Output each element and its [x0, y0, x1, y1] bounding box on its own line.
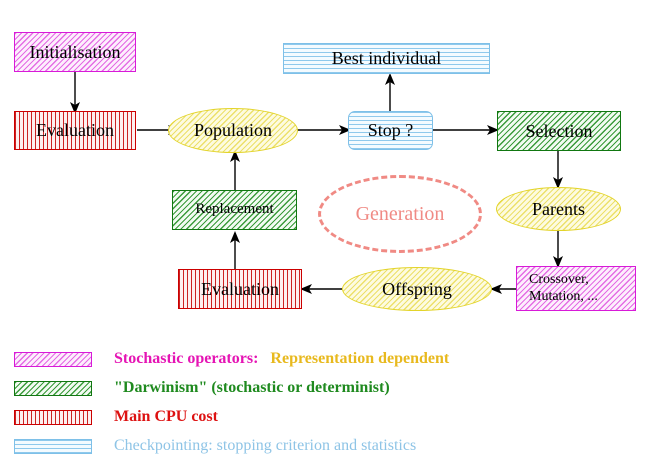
- legend-row: "Darwinism" (stochastic or determinist): [0, 375, 670, 401]
- node-evaluation-bottom[interactable]: Evaluation: [178, 269, 302, 309]
- node-stop-label: Stop ?: [367, 120, 414, 141]
- node-generation-label: Generation: [355, 202, 445, 225]
- node-parents-label: Parents: [532, 198, 585, 219]
- node-evaluation-top-label: Evaluation: [36, 120, 114, 141]
- node-initialisation-label: Initialisation: [29, 41, 121, 62]
- legend-swatch-checkpointing: [14, 438, 92, 454]
- legend-label-stochastic-operators: Stochastic operators:: [114, 350, 259, 367]
- legend-label-checkpointing: Checkpointing: stopping criterion and st…: [114, 437, 417, 454]
- legend-row: Stochastic operators: Representation dep…: [0, 346, 670, 372]
- legend-swatch-darwinism: [14, 380, 92, 396]
- node-offspring[interactable]: Offspring: [342, 267, 492, 311]
- node-variation-operators[interactable]: Crossover, Mutation, ...: [516, 266, 636, 311]
- node-initialisation[interactable]: Initialisation: [14, 32, 136, 72]
- node-evaluation-top[interactable]: Evaluation: [14, 111, 136, 150]
- node-variation-label-line2: Mutation, ...: [529, 288, 598, 304]
- node-selection[interactable]: Selection: [497, 111, 621, 151]
- node-offspring-label: Offspring: [382, 278, 452, 299]
- node-selection-label: Selection: [525, 120, 593, 141]
- node-stop[interactable]: Stop ?: [348, 111, 433, 150]
- node-population-label: Population: [193, 120, 272, 141]
- legend-label-darwinism: "Darwinism" (stochastic or determinist): [114, 379, 390, 396]
- node-parents[interactable]: Parents: [496, 187, 621, 231]
- node-replacement[interactable]: Replacement: [172, 190, 297, 230]
- node-evaluation-bottom-label: Evaluation: [201, 278, 279, 299]
- legend-label-representation-dependent: Representation dependent: [270, 350, 450, 367]
- legend: Stochastic operators: Representation dep…: [0, 340, 670, 465]
- legend-label-main-cpu-cost: Main CPU cost: [114, 408, 218, 425]
- legend-swatch-main-cpu-cost: [14, 409, 92, 425]
- node-generation: Generation: [318, 175, 482, 253]
- node-best-individual-label: Best individual: [331, 48, 442, 69]
- legend-row: Main CPU cost: [0, 404, 670, 430]
- node-population[interactable]: Population: [168, 108, 298, 153]
- legend-swatch-stochastic-operators: [14, 351, 92, 367]
- node-variation-label-line1: Crossover,: [529, 272, 589, 288]
- legend-row: Checkpointing: stopping criterion and st…: [0, 433, 670, 459]
- node-best-individual[interactable]: Best individual: [283, 43, 490, 74]
- node-replacement-label: Replacement: [195, 201, 274, 218]
